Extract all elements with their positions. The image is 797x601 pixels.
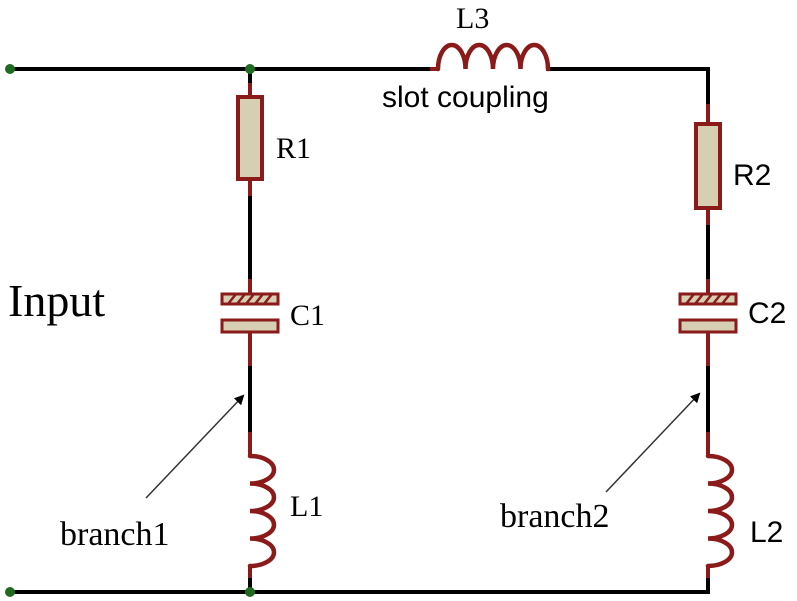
capacitor-c1 xyxy=(220,279,280,366)
annotation-arrows xyxy=(145,392,701,499)
c1-label: C1 xyxy=(290,299,325,332)
slot-coupling-label: slot coupling xyxy=(382,81,549,114)
inductor-l3 xyxy=(430,42,551,72)
branch2-arrow xyxy=(605,392,701,493)
nodes xyxy=(5,64,255,597)
capacitor-c2 xyxy=(678,279,738,366)
r2-label: R2 xyxy=(733,159,771,192)
r1-label: R1 xyxy=(276,132,311,165)
resistor-r2 xyxy=(694,104,722,225)
inductor-l1 xyxy=(247,432,277,578)
input-terminal-top-node xyxy=(5,64,15,74)
l2-label: L2 xyxy=(750,516,783,549)
wires xyxy=(8,67,710,594)
input-terminal-bottom-node xyxy=(5,587,15,597)
junction-top-node xyxy=(245,64,255,74)
branch2-label: branch2 xyxy=(500,498,610,535)
c2-label: C2 xyxy=(748,297,786,330)
input-label: Input xyxy=(8,275,105,326)
l3-label: L3 xyxy=(456,2,489,35)
inductor-l2 xyxy=(705,432,735,578)
top-rail-right-wire xyxy=(546,67,710,106)
branch1-label: branch1 xyxy=(60,516,170,553)
resistor-r1 xyxy=(236,83,264,196)
l1-label: L1 xyxy=(290,490,323,523)
junction-bottom-node xyxy=(245,587,255,597)
branch1-arrow xyxy=(145,394,245,499)
